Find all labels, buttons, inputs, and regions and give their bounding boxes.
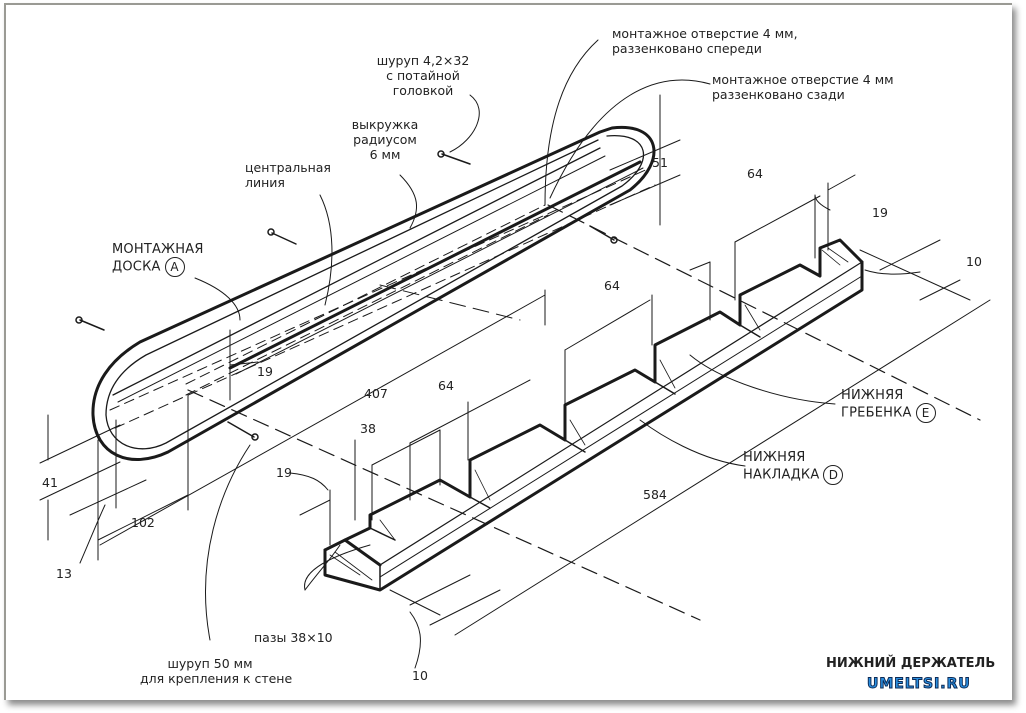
callout-hole-back: монтажное отверстие 4 мм раззенковано сз…: [712, 72, 894, 102]
end-grain-hatch: [329, 247, 849, 581]
dimension-41: 41: [42, 475, 58, 490]
callout-line: 6 мм: [369, 147, 401, 162]
part-name-line1: НИЖНЯЯ: [841, 388, 904, 403]
callout-line: радиусом: [353, 132, 417, 147]
part-letter-badge: A: [164, 257, 185, 277]
callout-line: монтажное отверстие 4 мм: [712, 72, 894, 87]
site-watermark: UMELTSI.RU: [867, 676, 971, 693]
dimension-64-low: 64: [438, 378, 454, 393]
drawing-frame: [4, 3, 1012, 700]
dimension-584: 584: [643, 487, 667, 502]
leader-lines: [79, 39, 921, 669]
callout-line: головкой: [392, 83, 454, 98]
dimension-64-mid: 64: [604, 278, 620, 293]
drawing-title: НИЖНИЙ ДЕРЖАТЕЛЬ: [826, 656, 996, 671]
callout-line: линия: [245, 175, 285, 190]
dimension-19-top: 19: [872, 205, 888, 220]
projection-line-mid: [379, 284, 521, 321]
callout-line: с потайной: [386, 68, 460, 83]
callout-line: шуруп 4,2×32: [376, 53, 470, 68]
dimension-51: 51: [652, 155, 668, 170]
dimension-38: 38: [360, 421, 376, 436]
callout-screw-countersunk: шуруп 4,2×32 с потайной головкой: [368, 53, 478, 98]
dimension-19-left: 19: [276, 465, 292, 480]
callout-wall-screw: шуруп 50 мм для крепления к стене: [140, 656, 293, 686]
board-center-lines: [109, 167, 656, 429]
callout-line: раззенковано спереди: [612, 41, 762, 56]
dimension-lines: [39, 94, 991, 636]
callout-line: шуруп 50 мм: [167, 656, 253, 671]
mounting-board-outline: [91, 125, 656, 462]
part-name-text: ДОСКА: [112, 259, 161, 275]
dimension-10-bottom: 10: [412, 668, 428, 683]
dimension-10-right: 10: [966, 254, 982, 269]
callout-line: выкружка: [351, 117, 419, 132]
projection-line-right: [547, 204, 981, 421]
dimension-19-board: 19: [257, 364, 273, 379]
callout-line: для крепления к стене: [140, 671, 293, 686]
callout-line: раззенковано сзади: [712, 87, 845, 102]
callout-center-line: центральная линия: [245, 160, 331, 190]
dimension-102: 102: [131, 515, 155, 530]
dimension-13: 13: [56, 566, 72, 581]
dimension-407: 407: [364, 386, 388, 401]
dimension-64-top: 64: [747, 166, 763, 181]
part-name-line1: МОНТАЖНАЯ: [112, 242, 204, 257]
lower-comb-outline: [343, 238, 864, 542]
callout-cove: выкружка радиусом 6 мм: [340, 117, 430, 162]
part-letter-badge: E: [915, 403, 936, 423]
part-name-text: НАКЛАДКА: [743, 467, 820, 483]
callout-line: центральная: [245, 160, 331, 175]
callout-grooves: пазы 38×10: [254, 630, 333, 645]
lower-strip-outline: [323, 260, 864, 592]
callout-line: монтажное отверстие 4 мм,: [612, 26, 798, 41]
part-letter-badge: D: [823, 465, 844, 485]
part-name-line1: НИЖНЯЯ: [743, 450, 806, 465]
screws: [75, 150, 618, 441]
part-name-text: ГРЕБЕНКА: [841, 405, 912, 421]
projection-line-left: [187, 389, 701, 621]
callout-hole-front: монтажное отверстие 4 мм, раззенковано с…: [612, 26, 798, 56]
